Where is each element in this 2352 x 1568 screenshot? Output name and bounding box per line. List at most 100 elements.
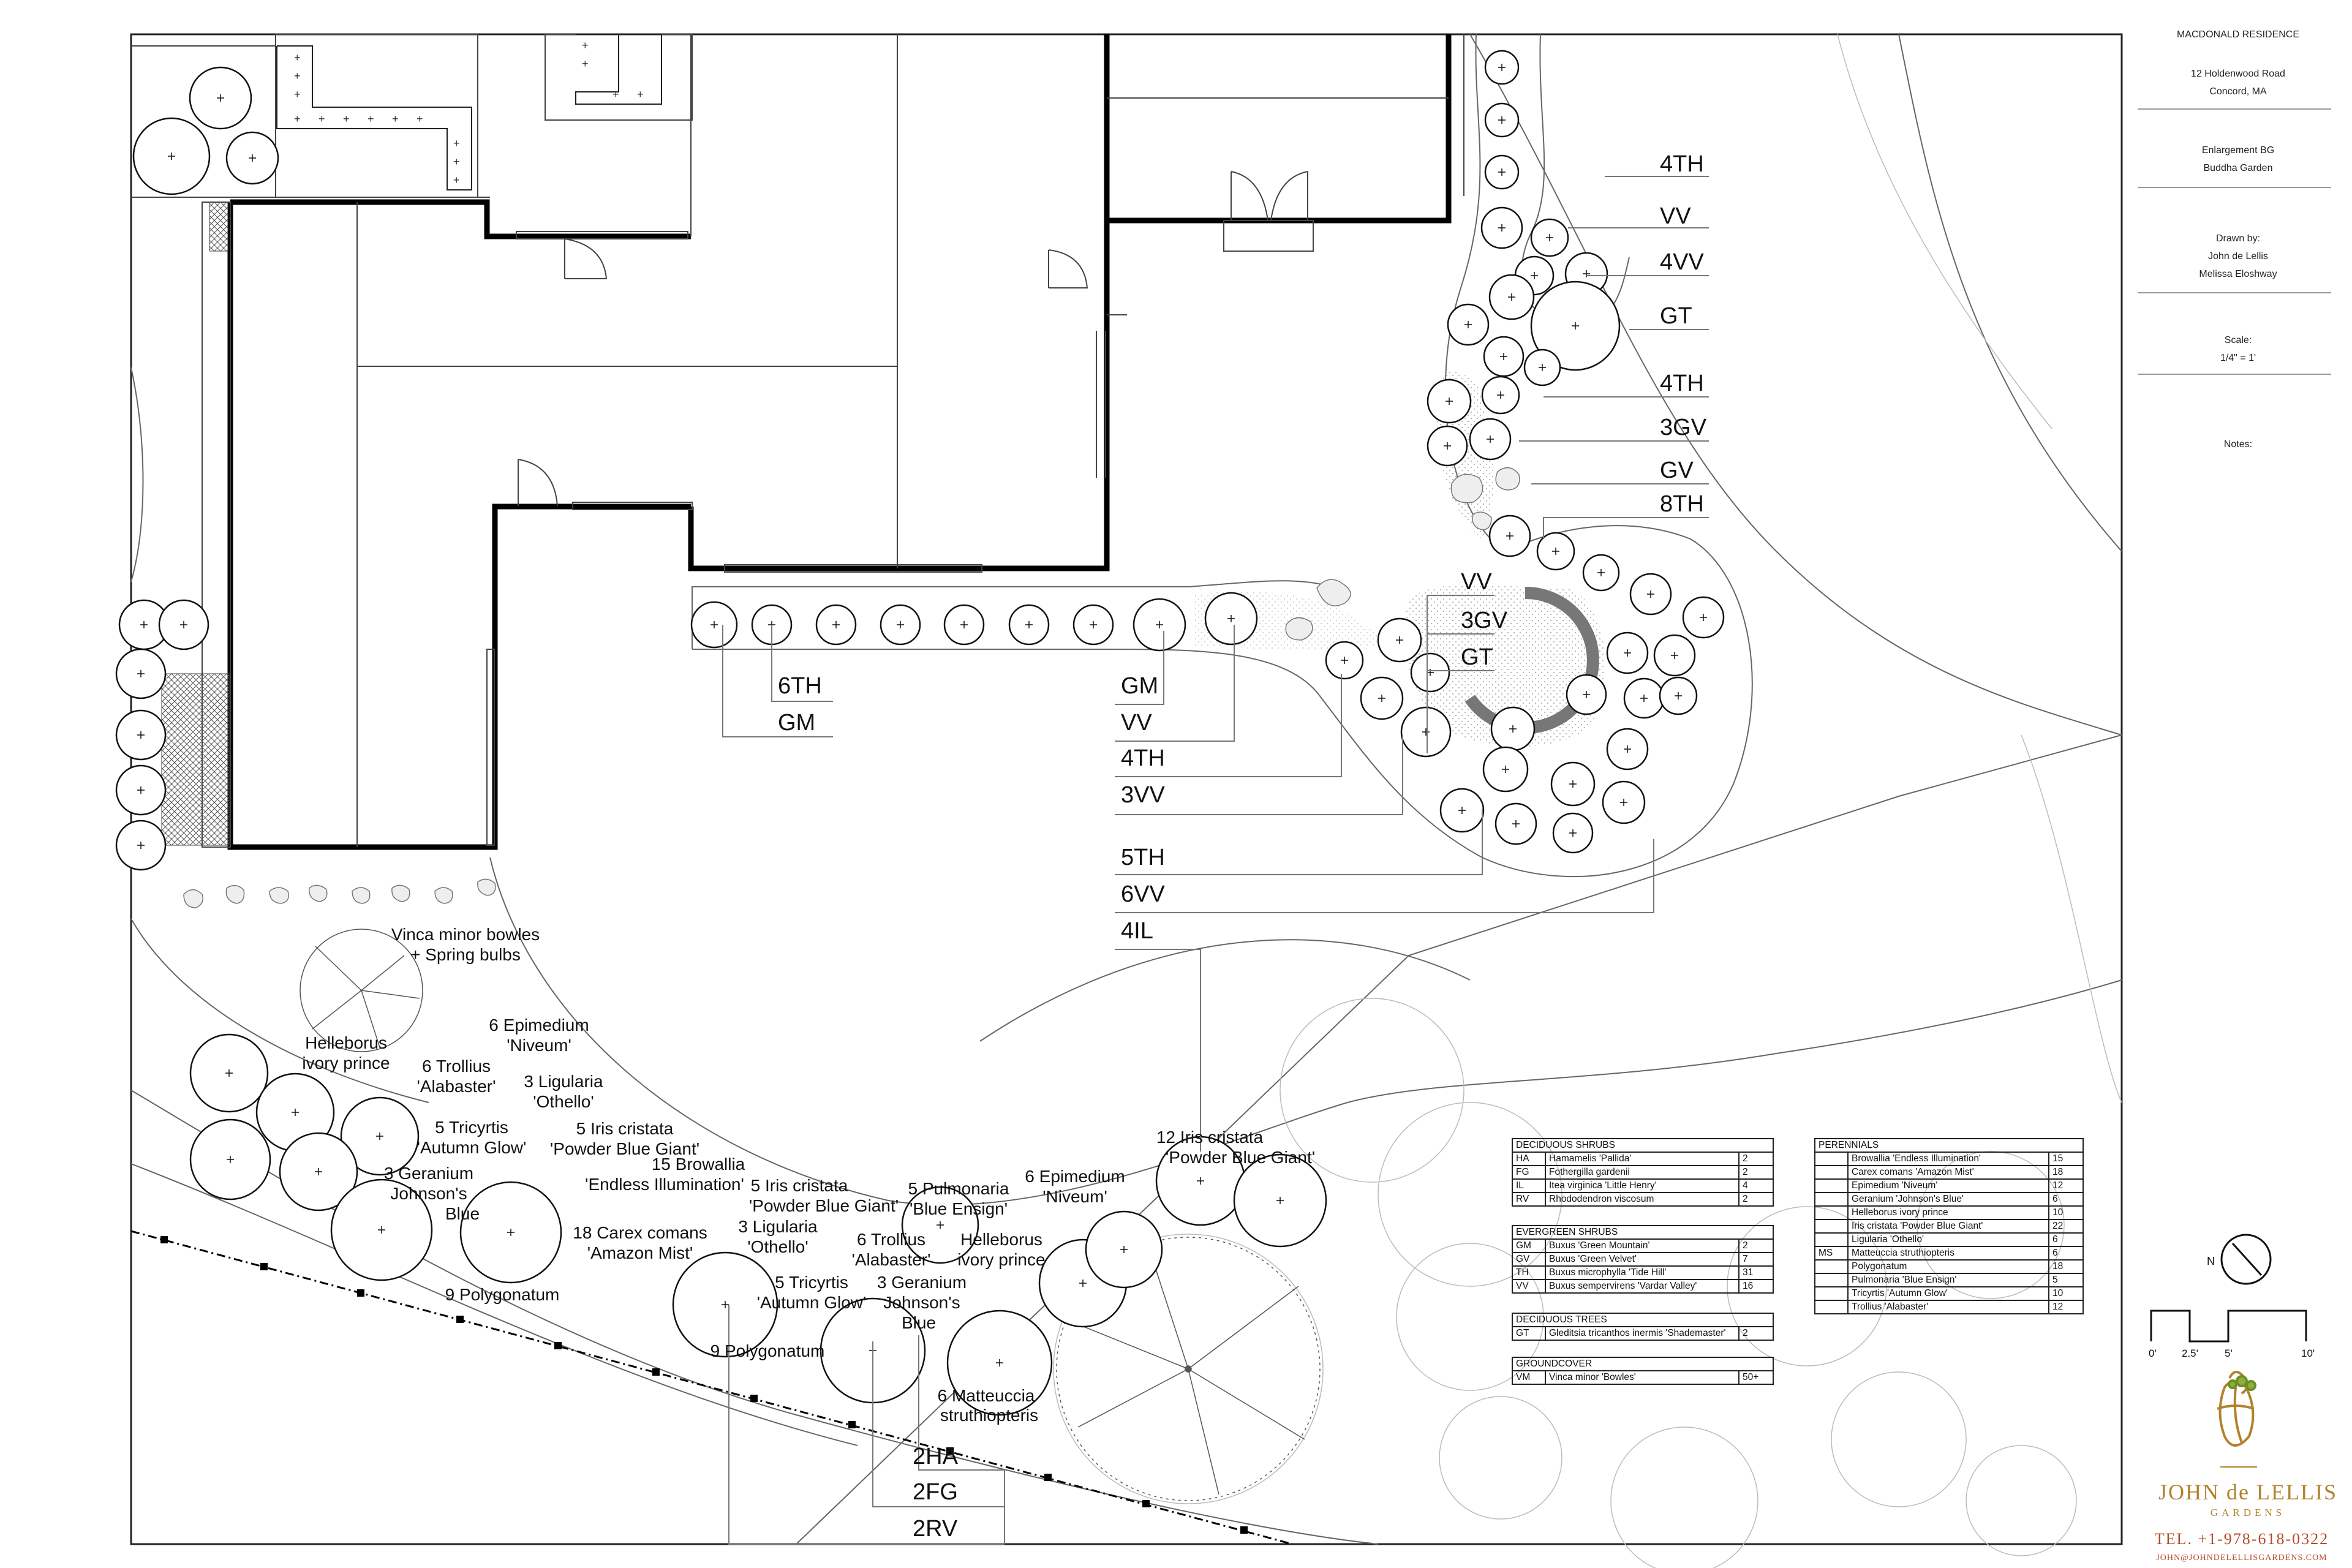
address-line-2: Concord, MA	[2209, 86, 2267, 97]
note-ligularia-b-1: 3 Ligularia	[738, 1217, 818, 1236]
plant-center-mark	[1120, 1246, 1128, 1253]
plant-center-mark	[1498, 64, 1506, 71]
buddha-gravel	[1404, 585, 1605, 747]
plant-qty-cell: 12	[2048, 1178, 2084, 1193]
plant-qty-cell: 15	[2048, 1152, 2084, 1166]
plant-center-mark	[1079, 1280, 1087, 1287]
planter-dots: ++ ++ ++ ++ ++ ++ ++ ++	[294, 39, 644, 186]
north-label: N	[2207, 1255, 2215, 1267]
plant-name-cell: Polygonatum	[1847, 1259, 2049, 1274]
note-iris-c-1: 12 Iris cristata	[1156, 1128, 1264, 1147]
label-4il: 4IL	[1121, 918, 1153, 944]
plant-name-cell: Helleborus ivory prince	[1847, 1205, 2049, 1220]
plant-center-mark	[1498, 116, 1506, 124]
plant-center-mark	[1197, 1177, 1204, 1185]
plant-center-mark	[996, 1359, 1003, 1366]
plant-qty-cell: 2	[1738, 1192, 1774, 1207]
plant-qty-cell: 50+	[1738, 1370, 1774, 1385]
note-matteuccia-1: 6 Matteuccia	[938, 1386, 1035, 1405]
plant-center-mark	[292, 1109, 299, 1116]
svg-text:+: +	[453, 174, 460, 186]
note-carex-2: 'Amazon Mist'	[587, 1243, 693, 1262]
svg-text:+: +	[582, 39, 589, 51]
plant-name-cell: Buxus microphylla 'Tide Hill'	[1545, 1265, 1740, 1280]
plant-qty-cell: 2	[1738, 1165, 1774, 1180]
plant-code-cell: GM	[1512, 1238, 1546, 1253]
fence-posts	[160, 1236, 1248, 1534]
plant-name-cell: Gleditsia tricanthos inermis 'Shademaste…	[1545, 1326, 1740, 1341]
label-2rv: 2RV	[913, 1516, 958, 1542]
drawn-by-label: Drawn by:	[2215, 233, 2261, 244]
plant-center-mark	[1572, 322, 1579, 330]
plant-center-mark	[1508, 293, 1515, 301]
plant-center-mark	[180, 621, 187, 628]
plant-code-cell	[1814, 1259, 1849, 1274]
note-vinca-1: Vinca minor bowles	[391, 925, 540, 944]
plant-center-mark	[960, 621, 968, 628]
table-row: Epimedium 'Niveum'12	[1814, 1178, 2084, 1193]
plant-center-mark	[1597, 569, 1605, 576]
plant-qty-cell: 2	[1738, 1326, 1774, 1341]
table-row: Browallia 'Endless Illumination'15	[1814, 1152, 2084, 1166]
note-geranium-b-1: 3 Geranium	[877, 1273, 967, 1292]
note-carex-1: 18 Carex comans	[573, 1223, 707, 1242]
title-rule-3	[2138, 292, 2331, 293]
plant-center-mark	[937, 1221, 944, 1229]
label-5th: 5TH	[1121, 845, 1165, 870]
note-trollius-b-2: 'Alabaster'	[852, 1250, 931, 1269]
plant-code-cell	[1814, 1165, 1849, 1180]
label-vv-b: VV	[1461, 569, 1492, 595]
perennial-notes: Vinca minor bowles + Spring bulbs 6 Epim…	[302, 925, 1315, 1425]
svg-text:+: +	[294, 70, 301, 82]
shrub-symbols	[115, 50, 1725, 1416]
plant-qty-cell: 16	[1738, 1279, 1774, 1294]
plant-center-mark	[832, 621, 840, 628]
label-4vv: 4VV	[1660, 249, 1704, 275]
note-ligularia-a-2: 'Othello'	[533, 1092, 594, 1111]
house-outline	[227, 34, 1452, 850]
plant-code-cell	[1814, 1192, 1849, 1207]
plant-center-mark	[1458, 807, 1466, 814]
plant-name-cell: Trollius 'Alabaster'	[1847, 1300, 2049, 1314]
plant-code-cell	[1814, 1273, 1849, 1287]
notes-label: Notes:	[2223, 439, 2253, 450]
note-helleborus-b-1: Helleborus	[960, 1230, 1042, 1249]
label-gv: GV	[1660, 458, 1694, 483]
plant-center-mark	[1444, 442, 1451, 450]
scale-label: Scale:	[2224, 335, 2252, 345]
plant-center-mark	[1156, 621, 1163, 628]
plant-qty-cell: 10	[2048, 1205, 2084, 1220]
svg-text:+: +	[392, 113, 399, 125]
label-gt-b: GT	[1461, 644, 1493, 670]
plant-center-mark	[1090, 621, 1097, 628]
note-tricyrtis-a-1: 5 Tricyrtis	[435, 1118, 508, 1137]
note-helleborus-b-2: ivory prince	[957, 1250, 1045, 1269]
plant-code-cell	[1814, 1152, 1849, 1166]
plant-name-cell: Pulmonaria 'Blue Ensign'	[1847, 1273, 2049, 1287]
label-gt-a: GT	[1660, 303, 1692, 329]
plant-center-mark	[376, 1133, 383, 1140]
note-epimedium-a-2: 'Niveum'	[507, 1036, 571, 1055]
plant-name-cell: Epimedium 'Niveum'	[1847, 1178, 2049, 1193]
label-3gv-b: 3GV	[1461, 608, 1508, 633]
hatched-strip-left	[209, 202, 228, 252]
plant-center-mark	[1552, 548, 1559, 555]
plant-code-cell	[1814, 1300, 1849, 1314]
plant-center-mark	[1396, 636, 1403, 644]
scale-bar-labels: 0' 2.5' 5' 10'	[2149, 1348, 2315, 1359]
note-polygonatum-a: 9 Polygonatum	[445, 1285, 560, 1304]
plant-center-mark	[1276, 1197, 1284, 1204]
note-epimedium-b-2: 'Niveum'	[1042, 1187, 1107, 1206]
plant-name-cell: Iris cristata 'Powder Blue Giant'	[1847, 1219, 2049, 1234]
scale-tick-0: 0'	[2149, 1348, 2157, 1359]
table-title: PERENNIALS	[1814, 1138, 2084, 1153]
drawn-by-1: John de Lellis	[2208, 251, 2268, 262]
label-2fg: 2FG	[913, 1479, 958, 1505]
svg-text:+: +	[612, 88, 619, 100]
plant-name-cell: Itea virginica 'Little Henry'	[1545, 1178, 1740, 1193]
plant-code-cell: GT	[1512, 1326, 1546, 1341]
